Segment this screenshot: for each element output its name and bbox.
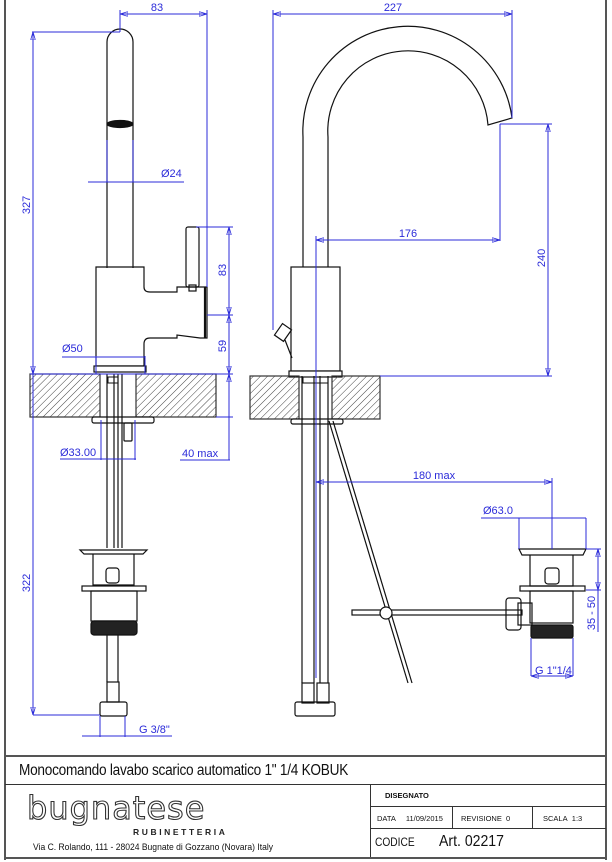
revision-cell: REVISIONE 0 xyxy=(453,807,533,829)
front-dimensions xyxy=(30,10,233,737)
date-cell: DATA 11/09/2015 xyxy=(371,807,453,829)
company-address: Via C. Rolando, 111 - 28024 Bugnate di G… xyxy=(33,842,274,853)
product-title: Monocomando lavabo scarico automatico 1"… xyxy=(19,762,349,779)
front-drain-thread xyxy=(90,620,138,636)
front-lever-stem xyxy=(188,284,197,292)
brand-subtitle: RUBINETTERIA xyxy=(133,827,228,837)
dim-base-diameter: Ø50 xyxy=(62,343,83,355)
drawing-canvas: 83 327 Ø24 83 59 Ø50 Ø33.00 40 max 322 G… xyxy=(21,2,601,737)
scale-label: SCALA xyxy=(543,814,568,823)
front-deck-left xyxy=(29,373,101,418)
dim-overall-width: 227 xyxy=(384,2,402,14)
front-aerator xyxy=(106,119,134,129)
dim-spout-offset: 83 xyxy=(151,2,163,14)
revision-value: 0 xyxy=(506,814,511,823)
dim-max-deck: 40 max xyxy=(182,448,219,460)
front-connection-nut xyxy=(99,701,128,717)
dim-lever-base: 59 xyxy=(217,340,229,352)
title-block: Monocomando lavabo scarico automatico 1"… xyxy=(5,755,606,860)
side-drain-flange xyxy=(518,548,587,556)
dim-connection-thread: G 3/8" xyxy=(139,724,170,736)
designed-label: DISEGNATO xyxy=(385,791,429,800)
side-view xyxy=(249,25,587,717)
side-spout-arc xyxy=(302,25,513,267)
front-base-plate xyxy=(93,365,147,373)
front-lever-handle xyxy=(185,226,200,288)
side-drain-connector xyxy=(505,597,522,631)
side-dimensions xyxy=(272,10,601,678)
front-drain-body xyxy=(90,590,138,622)
dim-below-deck: 322 xyxy=(21,574,33,592)
dim-overall-height: 327 xyxy=(21,196,33,214)
front-body xyxy=(95,266,208,367)
dim-lever-height: 83 xyxy=(217,264,229,276)
date-value: 11/09/2015 xyxy=(405,814,443,823)
dim-spout-diameter: Ø24 xyxy=(161,168,182,180)
front-drain-flange xyxy=(78,549,149,555)
frame-border-left xyxy=(4,0,6,860)
side-rod-pivot xyxy=(379,606,393,620)
company-info: bugnatese RUBINETTERIA Via C. Rolando, 1… xyxy=(5,785,371,857)
title-block-bottom-border xyxy=(5,857,606,862)
side-lever xyxy=(273,322,293,343)
code-value: Art. 02217 xyxy=(439,833,504,850)
side-connection-nuts xyxy=(294,701,336,717)
scale-value: 1:3 xyxy=(571,814,583,823)
front-deck-right xyxy=(135,373,217,418)
title-row: Monocomando lavabo scarico automatico 1"… xyxy=(5,755,606,785)
frame-border-right xyxy=(605,0,607,860)
dim-drain-distance: 180 max xyxy=(413,470,456,482)
side-deck-left xyxy=(249,375,300,420)
dim-shank-diameter: Ø33.00 xyxy=(60,447,96,459)
front-view xyxy=(29,28,217,717)
side-drain-thread xyxy=(530,624,574,639)
scale-cell: SCALA 1:3 xyxy=(533,807,606,829)
front-spout-tube xyxy=(106,28,134,268)
designed-by-cell: DISEGNATO xyxy=(371,785,606,807)
code-label: CODICE xyxy=(375,835,415,849)
revision-label: REVISIONE xyxy=(461,814,502,823)
dim-drain-thickness: 35 - 50 xyxy=(586,596,598,630)
dim-drain-thread: G 1"1/4 xyxy=(535,665,572,677)
date-label: DATA xyxy=(377,814,396,823)
front-dimension-labels: 83 327 Ø24 83 59 Ø50 Ø33.00 40 max 322 G… xyxy=(21,2,229,736)
dim-spout-reach: 176 xyxy=(399,228,417,240)
dim-spout-height: 240 xyxy=(536,249,548,267)
dim-drain-diameter: Ø63.0 xyxy=(483,505,513,517)
drawing-metadata: DISEGNATO DATA 11/09/2015 REVISIONE 0 SCA… xyxy=(371,785,606,857)
code-cell: CODICE Art. 02217 xyxy=(371,829,606,857)
side-drain-body xyxy=(529,590,574,624)
side-deck-right xyxy=(331,375,381,420)
side-dimension-labels: 227 176 240 180 max Ø63.0 35 - 50 G 1"1/… xyxy=(384,2,598,677)
brand-logo: bugnatese xyxy=(26,788,206,827)
